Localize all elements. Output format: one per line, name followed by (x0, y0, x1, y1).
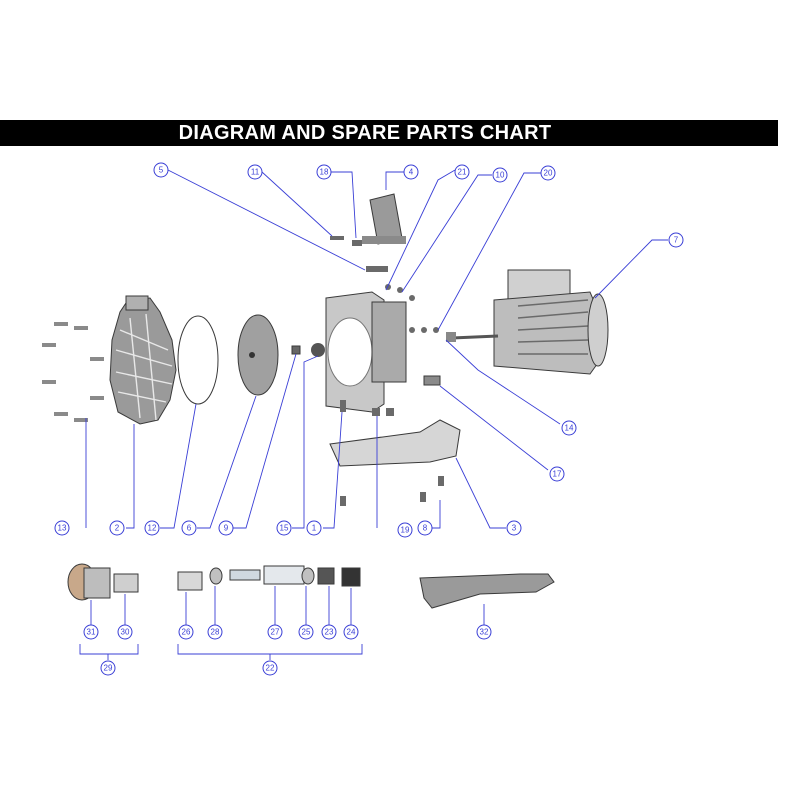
callout-25: 25 (298, 624, 314, 640)
callout-27: 27 (267, 624, 283, 640)
callout-11: 11 (247, 164, 263, 180)
motor-body (493, 291, 603, 375)
drain-o-ring (301, 567, 315, 585)
motor-bracket (371, 301, 407, 383)
callout-20-label: 20 (544, 169, 553, 178)
callout-4: 4 (403, 164, 419, 180)
callout-labels: 1 2 3 4 5 6 7 8 9 10 11 12 13 14 15 17 1… (54, 162, 684, 676)
shaft-nut (311, 343, 325, 357)
callout-27-label: 27 (271, 628, 280, 637)
callout-1: 1 (306, 520, 322, 536)
callout-20: 20 (540, 165, 556, 181)
callout-26-label: 26 (182, 628, 191, 637)
callout-12: 12 (144, 520, 160, 536)
pump-housing (109, 297, 177, 425)
callout-25-label: 25 (302, 628, 311, 637)
base-screws (340, 400, 444, 506)
leader-lines (79, 169, 668, 660)
callout-14-label: 14 (565, 424, 574, 433)
callout-12-label: 12 (148, 524, 157, 533)
callout-5-label: 5 (159, 166, 164, 175)
callout-23: 23 (321, 624, 337, 640)
callout-7: 7 (668, 232, 684, 248)
callout-9-label: 9 (224, 524, 229, 533)
union-body (83, 567, 111, 599)
callout-3: 3 (506, 520, 522, 536)
handle-base (362, 236, 406, 244)
callout-30: 30 (117, 624, 133, 640)
callout-29: 29 (100, 660, 116, 676)
callout-26: 26 (178, 624, 194, 640)
motor-shaft (451, 334, 499, 340)
drain-cap (341, 567, 361, 587)
callout-21: 21 (454, 164, 470, 180)
union-tail (113, 573, 139, 593)
callout-3-label: 3 (512, 524, 517, 533)
housing-ribs (115, 313, 173, 421)
spanner-tool (419, 573, 555, 609)
o-ring (177, 315, 219, 405)
callout-19: 19 (397, 522, 413, 538)
callout-6: 6 (181, 520, 197, 536)
callout-31-label: 31 (87, 628, 96, 637)
callout-28: 28 (207, 624, 223, 640)
shaft-seal (291, 345, 301, 355)
callout-24: 24 (343, 624, 359, 640)
callout-2: 2 (109, 520, 125, 536)
callout-24-label: 24 (347, 628, 356, 637)
callout-19-label: 19 (401, 526, 410, 535)
callout-1-label: 1 (312, 524, 317, 533)
drain-sight-glass (229, 569, 261, 581)
callout-7-label: 7 (674, 236, 679, 245)
motor-fins (517, 299, 589, 355)
drain-tube (263, 565, 305, 585)
callout-15: 15 (276, 520, 292, 536)
callout-17-label: 17 (553, 470, 562, 479)
top-screws (330, 236, 439, 333)
callout-8-label: 8 (423, 524, 428, 533)
callout-18-label: 18 (320, 168, 329, 177)
callout-9: 9 (218, 520, 234, 536)
diagram-title: DIAGRAM AND SPARE PARTS CHART (178, 122, 552, 144)
callout-13: 13 (54, 520, 70, 536)
callout-15-label: 15 (280, 524, 289, 533)
pump-parts-illustration (42, 193, 609, 609)
callout-8: 8 (417, 520, 433, 536)
callout-18: 18 (316, 164, 332, 180)
callout-2-label: 2 (115, 524, 120, 533)
title-bar (0, 120, 778, 146)
callout-5: 5 (153, 162, 169, 178)
callout-30-label: 30 (121, 628, 130, 637)
seal-plate-opening (327, 317, 373, 387)
callout-6-label: 6 (187, 524, 192, 533)
callout-21-label: 21 (458, 168, 467, 177)
housing-bolts (42, 322, 104, 422)
callout-28-label: 28 (211, 628, 220, 637)
housing-inlet (125, 295, 149, 311)
callout-32: 32 (476, 624, 492, 640)
callout-22-label: 22 (266, 664, 275, 673)
motor-spacer (423, 375, 441, 386)
callout-11-label: 11 (251, 168, 260, 177)
callout-31: 31 (83, 624, 99, 640)
drain-fitting (317, 567, 335, 585)
callout-29-label: 29 (104, 664, 113, 673)
callout-32-label: 32 (480, 628, 489, 637)
drain-washer (209, 567, 223, 585)
impeller (237, 314, 279, 396)
slinger (446, 332, 456, 342)
motor-end-cap (587, 293, 609, 367)
callout-22: 22 (262, 660, 278, 676)
callout-4-label: 4 (409, 168, 414, 177)
callout-17: 17 (549, 466, 565, 482)
impeller-hub (249, 352, 255, 358)
callout-10: 10 (492, 167, 508, 183)
callout-13-label: 13 (58, 524, 67, 533)
pump-base (329, 419, 461, 467)
callout-14: 14 (561, 420, 577, 436)
drain-plug (177, 571, 203, 591)
callout-23-label: 23 (325, 628, 334, 637)
callout-10-label: 10 (496, 171, 505, 180)
